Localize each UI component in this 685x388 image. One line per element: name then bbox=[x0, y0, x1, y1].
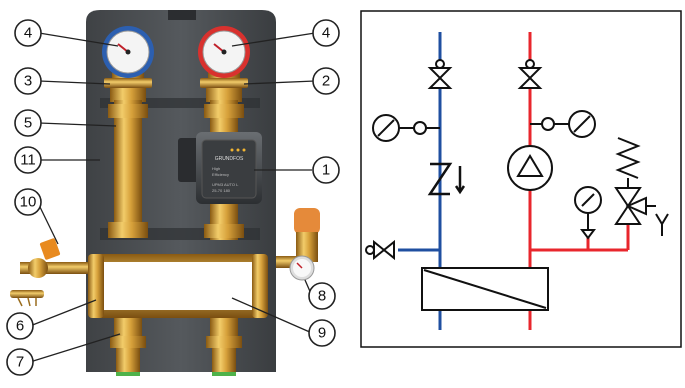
svg-text:2: 2 bbox=[322, 73, 330, 90]
ball-valve-blue bbox=[104, 78, 152, 88]
callout-4-right: 4 bbox=[312, 19, 340, 47]
drain-valve-symbol bbox=[365, 239, 395, 261]
svg-text:4: 4 bbox=[24, 25, 32, 42]
safety-valve-pressure-gauge bbox=[276, 208, 320, 281]
pump-symbol bbox=[507, 145, 553, 191]
svg-text:11: 11 bbox=[20, 152, 36, 169]
fill-drain-valve bbox=[10, 238, 90, 307]
callout-6: 6 bbox=[6, 312, 34, 340]
callout-8: 8 bbox=[308, 282, 336, 310]
circulation-pump: GRUNDFOS High Efficiency UPM3 AUTO L 25-… bbox=[178, 132, 262, 204]
callout-10: 10 bbox=[14, 188, 42, 216]
svg-text:8: 8 bbox=[318, 288, 326, 305]
svg-text:3: 3 bbox=[24, 73, 32, 90]
heat-exchanger-symbol bbox=[421, 267, 549, 311]
pump-label-line-1: High bbox=[212, 166, 220, 171]
callout-5: 5 bbox=[14, 109, 42, 137]
bottom-connection bbox=[110, 318, 242, 376]
svg-text:9: 9 bbox=[318, 325, 326, 342]
hydraulic-schematic-svg bbox=[360, 10, 682, 348]
hydraulic-separator bbox=[88, 254, 268, 318]
thermometer-symbol-supply bbox=[530, 110, 596, 138]
ball-valve-symbol-return bbox=[427, 59, 453, 89]
svg-text:10: 10 bbox=[20, 194, 37, 211]
check-valve-symbol bbox=[427, 162, 466, 196]
callout-7: 7 bbox=[6, 348, 34, 376]
svg-text:4: 4 bbox=[322, 25, 330, 42]
thermometer-symbol-return bbox=[372, 114, 440, 142]
callout-11: 11 bbox=[14, 146, 42, 174]
ball-valve-symbol-supply bbox=[517, 59, 543, 89]
ball-valve-red bbox=[200, 78, 248, 88]
safety-valve-symbol bbox=[614, 137, 669, 236]
callout-4-left: 4 bbox=[14, 19, 42, 47]
callout-9: 9 bbox=[308, 319, 336, 347]
hydraulic-schematic bbox=[360, 10, 682, 348]
thermometer-gauge-right bbox=[198, 26, 250, 86]
svg-text:1: 1 bbox=[322, 162, 330, 179]
product-illustration: GRUNDFOS High Efficiency UPM3 AUTO L 25-… bbox=[6, 10, 340, 376]
svg-text:6: 6 bbox=[16, 318, 24, 335]
callout-3: 3 bbox=[14, 67, 42, 95]
pump-label-line-3: UPM3 AUTO L bbox=[212, 182, 239, 187]
pressure-gauge-symbol bbox=[574, 186, 602, 240]
pump-label-line-2: Efficiency bbox=[212, 172, 229, 177]
return-pipe bbox=[108, 82, 148, 238]
callout-2: 2 bbox=[312, 67, 340, 95]
callout-1: 1 bbox=[312, 156, 340, 184]
svg-text:5: 5 bbox=[24, 115, 32, 132]
svg-text:7: 7 bbox=[16, 354, 24, 371]
pump-brand: GRUNDFOS bbox=[215, 156, 244, 162]
product-illustration-svg: GRUNDFOS High Efficiency UPM3 AUTO L 25-… bbox=[6, 10, 340, 376]
pump-label-line-4: 25-70 180 bbox=[212, 188, 231, 193]
